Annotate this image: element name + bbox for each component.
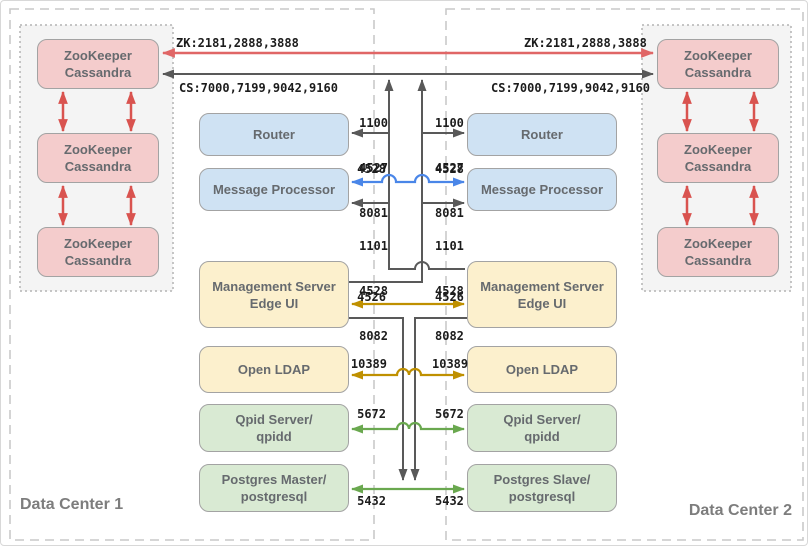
port-label-qpid-left: 5672 — [357, 407, 386, 421]
port-label: 1101 — [435, 239, 464, 253]
node-management-server-dc1: Management Server Edge UI — [199, 261, 349, 328]
port-label-cassandra-right: CS:7000,7199,9042,9160 — [491, 81, 650, 95]
node-label: ZooKeeper — [684, 236, 752, 251]
port-label: 8082 — [359, 329, 388, 343]
node-zk-cassandra-dc1-1: ZooKeeper Cassandra — [37, 39, 159, 89]
port-label-ldap-right: 10389 — [432, 357, 469, 371]
port-label: 8082 — [435, 329, 464, 343]
node-label: Qpid Server/ — [235, 412, 313, 427]
node-label: Cassandra — [684, 159, 752, 174]
port-stack-mp-left: 1101 4528 8082 — [359, 209, 388, 374]
node-zk-cassandra-dc1-3: ZooKeeper Cassandra — [37, 227, 159, 277]
node-label: ZooKeeper — [64, 48, 132, 63]
port-label: 4527 — [435, 161, 464, 175]
node-label: Cassandra — [64, 65, 132, 80]
port-label-qpid-right: 5672 — [435, 407, 464, 421]
ldap-sync-line — [351, 367, 465, 380]
node-management-server-dc2: Management Server Edge UI — [467, 261, 617, 328]
port-label: 1101 — [359, 239, 388, 253]
ms1-uplink-line — [349, 79, 427, 283]
port-label-mp-sync-right: 4528 — [435, 162, 464, 176]
node-label: Cassandra — [684, 253, 752, 268]
port-label-mp-sync-left: 4528 — [357, 162, 386, 176]
node-label: Management Server — [212, 278, 336, 294]
port-label: 4528 — [435, 284, 464, 298]
node-label: Edge UI — [517, 295, 567, 311]
node-qpid-dc1: Qpid Server/ qpidd — [199, 404, 349, 452]
node-label: Cassandra — [64, 159, 132, 174]
port-label-zookeeper-right: ZK:2181,2888,3888 — [524, 36, 647, 50]
node-label: Edge UI — [249, 295, 299, 311]
qpid-sync-line — [351, 421, 465, 434]
port-label-cassandra-left: CS:7000,7199,9042,9160 — [179, 81, 338, 95]
node-router-dc1: Router — [199, 113, 349, 156]
port-label-postgres-left: 5432 — [357, 494, 386, 508]
mp-sync-line — [351, 173, 465, 187]
node-router-dc2: Router — [467, 113, 617, 156]
port-label: 4527 — [359, 161, 388, 175]
node-label: Postgres Master/ — [221, 472, 327, 487]
node-label: Router — [521, 127, 563, 142]
node-label: postgresql — [240, 489, 308, 504]
node-label: Message Processor — [212, 182, 336, 197]
node-label: Router — [253, 127, 295, 142]
cluster-replication-arrows — [58, 90, 759, 227]
node-label: qpidd — [524, 429, 560, 444]
port-stack-router-left: 1100 4527 8081 — [359, 86, 388, 251]
port-label: 4528 — [359, 284, 388, 298]
port-label-zookeeper-left: ZK:2181,2888,3888 — [176, 36, 299, 50]
port-label-management-left: 4526 — [357, 290, 386, 304]
node-postgres-master-dc1: Postgres Master/ postgresql — [199, 464, 349, 512]
dc1-caption: Data Center 1 — [20, 496, 124, 513]
node-label: Postgres Slave/ — [493, 472, 591, 487]
node-zk-cassandra-dc1-2: ZooKeeper Cassandra — [37, 133, 159, 183]
node-zk-cassandra-dc2-2: ZooKeeper Cassandra — [657, 133, 779, 183]
node-label: postgresql — [508, 489, 576, 504]
node-label: Message Processor — [480, 182, 604, 197]
node-label: Cassandra — [64, 253, 132, 268]
node-label: Cassandra — [684, 65, 752, 80]
port-label: 8081 — [435, 206, 464, 220]
node-open-ldap-dc1: Open LDAP — [199, 346, 349, 393]
port-stack-router-right: 1100 4527 8081 — [435, 86, 464, 251]
ms2-uplink-line — [384, 79, 465, 270]
node-label: Management Server — [480, 278, 604, 294]
node-label: Open LDAP — [237, 362, 311, 377]
node-label: ZooKeeper — [684, 48, 752, 63]
node-message-processor-dc1: Message Processor — [199, 168, 349, 211]
port-label: 8081 — [359, 206, 388, 220]
port-label-ldap-left: 10389 — [350, 357, 387, 371]
node-label: qpidd — [256, 429, 292, 444]
node-label: Qpid Server/ — [503, 412, 581, 427]
node-message-processor-dc2: Message Processor — [467, 168, 617, 211]
port-label: 1100 — [359, 116, 388, 130]
node-open-ldap-dc2: Open LDAP — [467, 346, 617, 393]
node-zk-cassandra-dc2-3: ZooKeeper Cassandra — [657, 227, 779, 277]
node-label: ZooKeeper — [684, 142, 752, 157]
port-stack-mp-right: 1101 4528 8082 — [435, 209, 464, 374]
dc2-caption: Data Center 2 — [688, 502, 792, 519]
node-postgres-slave-dc2: Postgres Slave/ postgresql — [467, 464, 617, 512]
node-zk-cassandra-dc2-1: ZooKeeper Cassandra — [657, 39, 779, 89]
dc1-boundary — [9, 8, 375, 541]
node-qpid-dc2: Qpid Server/ qpidd — [467, 404, 617, 452]
node-label: ZooKeeper — [64, 142, 132, 157]
port-label-postgres-right: 5432 — [435, 494, 464, 508]
node-label: ZooKeeper — [64, 236, 132, 251]
node-label: Open LDAP — [505, 362, 579, 377]
dc2-boundary — [445, 8, 804, 541]
port-label: 1100 — [435, 116, 464, 130]
port-label-management-right: 4526 — [435, 290, 464, 304]
